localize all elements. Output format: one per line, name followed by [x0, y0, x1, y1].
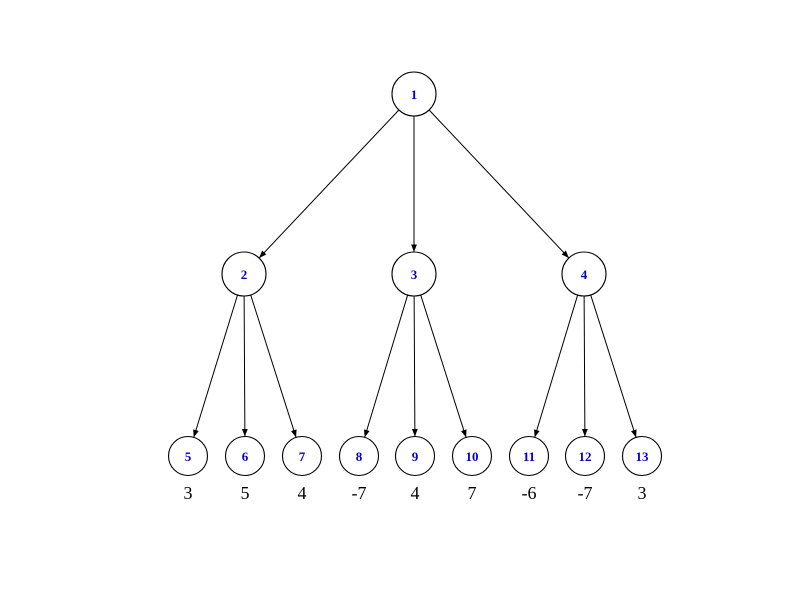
- node-label: 6: [242, 449, 249, 464]
- tree-node-2[interactable]: 2: [221, 251, 267, 297]
- tree-node-13[interactable]: 13: [621, 435, 663, 477]
- node-circle[interactable]: [224, 435, 266, 477]
- node-label: 3: [411, 267, 418, 282]
- node-circle[interactable]: [281, 435, 323, 477]
- tree-edge: [590, 294, 637, 438]
- edge-arrowhead-icon: [561, 250, 569, 259]
- tree-node-8[interactable]: 8: [338, 435, 380, 477]
- leaf-values-group: 3 5 4 -7 4 7 -6 -7 3: [184, 483, 647, 503]
- edge-arrowhead-icon: [534, 429, 540, 438]
- tree-node-10[interactable]: 10: [451, 435, 493, 477]
- edge-line: [193, 294, 239, 438]
- node-circle[interactable]: [221, 251, 267, 297]
- leaf-value-10: 7: [468, 483, 477, 503]
- node-label: 1: [411, 87, 418, 102]
- edge-line: [428, 109, 570, 259]
- tree-node-3[interactable]: 3: [391, 251, 437, 297]
- edge-arrowhead-icon: [411, 244, 417, 252]
- tree-edge: [428, 109, 570, 259]
- node-label: 2: [241, 267, 248, 282]
- edge-arrowhead-icon: [364, 429, 370, 438]
- leaf-value-12: -7: [578, 483, 593, 503]
- edge-line: [413, 295, 416, 437]
- node-label: 7: [299, 449, 306, 464]
- tree-node-1[interactable]: 1: [391, 71, 437, 117]
- edge-line: [364, 294, 409, 438]
- edge-arrowhead-icon: [581, 428, 588, 437]
- node-circle[interactable]: [394, 435, 436, 477]
- node-label: 10: [466, 449, 479, 464]
- node-circle[interactable]: [391, 71, 437, 117]
- edge-arrowhead-icon: [411, 428, 418, 437]
- edge-arrowhead-icon: [461, 429, 467, 438]
- edge-line: [590, 294, 637, 438]
- tree-node-9[interactable]: 9: [394, 435, 436, 477]
- edge-arrowhead-icon: [631, 429, 637, 438]
- leaf-value-9: 4: [411, 483, 420, 503]
- tree-edge: [411, 295, 418, 437]
- node-label: 12: [579, 449, 592, 464]
- edges-group: [193, 109, 637, 438]
- node-circle[interactable]: [451, 435, 493, 477]
- node-circle[interactable]: [561, 251, 607, 297]
- tree-edge: [193, 294, 239, 438]
- node-circle[interactable]: [391, 251, 437, 297]
- tree-edge: [534, 294, 579, 438]
- edge-line: [583, 295, 586, 437]
- node-label: 5: [185, 449, 192, 464]
- tree-edge: [364, 294, 409, 438]
- tree-edge: [241, 295, 248, 437]
- leaf-value-13: 3: [638, 483, 647, 503]
- tree-node-11[interactable]: 11: [508, 435, 550, 477]
- edge-arrowhead-icon: [291, 429, 297, 438]
- node-circle[interactable]: [338, 435, 380, 477]
- tree-node-12[interactable]: 12: [564, 435, 606, 477]
- tree-node-5[interactable]: 5: [167, 435, 209, 477]
- leaf-value-11: -6: [522, 483, 537, 503]
- node-label: 11: [523, 449, 535, 464]
- tree-node-7[interactable]: 7: [281, 435, 323, 477]
- tree-edge: [250, 294, 297, 438]
- node-label: 13: [636, 449, 650, 464]
- node-label: 8: [356, 449, 363, 464]
- tree-node-6[interactable]: 6: [224, 435, 266, 477]
- edge-line: [258, 109, 400, 259]
- node-circle[interactable]: [508, 435, 550, 477]
- edge-arrowhead-icon: [193, 429, 199, 438]
- edge-line: [420, 294, 467, 438]
- node-circle[interactable]: [564, 435, 606, 477]
- edge-line: [243, 295, 246, 437]
- leaf-value-7: 4: [298, 483, 307, 503]
- edge-line: [534, 294, 579, 438]
- node-label: 9: [412, 449, 419, 464]
- node-label: 4: [581, 267, 588, 282]
- leaf-value-8: -7: [352, 483, 367, 503]
- leaf-value-6: 5: [241, 483, 250, 503]
- node-circle[interactable]: [621, 435, 663, 477]
- tree-edge: [420, 294, 467, 438]
- tree-edge: [581, 295, 588, 437]
- edge-line: [250, 294, 297, 438]
- leaf-value-5: 3: [184, 483, 193, 503]
- tree-node-4[interactable]: 4: [561, 251, 607, 297]
- tree-edge: [258, 109, 400, 259]
- tree-edge: [411, 116, 417, 252]
- edge-arrowhead-icon: [241, 428, 248, 437]
- edge-arrowhead-icon: [259, 250, 267, 259]
- node-circle[interactable]: [167, 435, 209, 477]
